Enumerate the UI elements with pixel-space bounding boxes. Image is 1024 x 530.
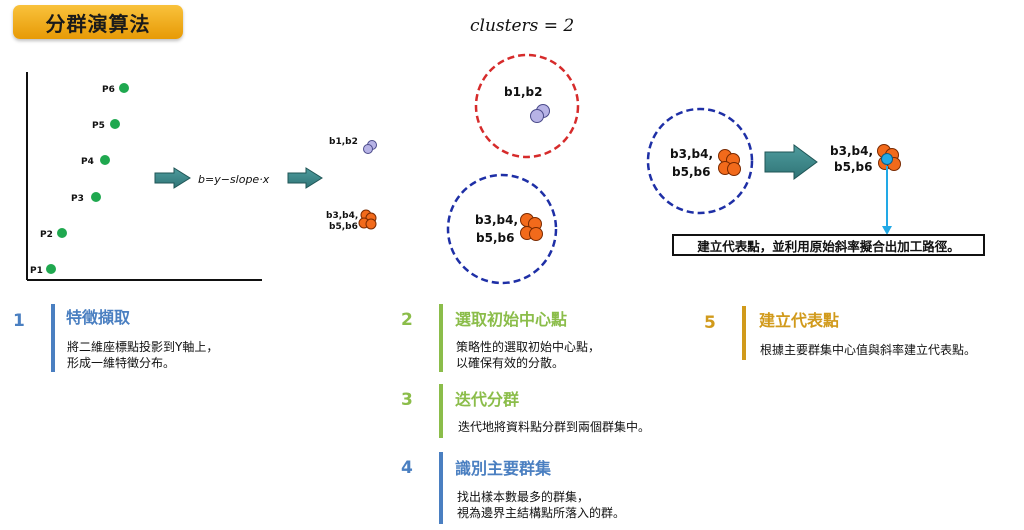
step-heading: 識別主要群集 (455, 459, 552, 478)
step-number: 2 (401, 310, 413, 330)
projected-group-b1b2: b1,b2 (329, 137, 377, 154)
step-text: 迭代地將資料點分群到兩個群集中。 (458, 420, 651, 434)
step-divider (439, 304, 443, 372)
callout-box: 建立代表點，並利用原始斜率擬合出加工路徑。 (672, 234, 985, 256)
step-text: 找出樣本數最多的群集， (457, 490, 590, 504)
arrow-right-icon (764, 144, 818, 180)
step-divider (439, 384, 443, 438)
formula-label: b=y−slope·x (198, 173, 270, 186)
projected-group-b3-b6: b3,b4, b5,b6 (326, 209, 377, 232)
step-heading: 特徵擷取 (66, 308, 131, 327)
point-p6: P6 (102, 83, 129, 95)
svg-text:P4: P4 (81, 157, 94, 167)
arrow-right-icon (154, 167, 191, 189)
step-text: 策略性的選取初始中心點， (456, 340, 601, 354)
svg-text:b5,b6: b5,b6 (329, 222, 358, 232)
step-divider (51, 304, 55, 372)
clusters-label: clusters = 2 (470, 16, 575, 36)
step-number: 1 (13, 311, 25, 331)
step-text: 視為邊界主結構點所落入的群。 (457, 506, 626, 520)
step-text: 將二維座標點投影到Y軸上， (67, 340, 219, 354)
svg-text:b3,b4,: b3,b4, (326, 211, 358, 221)
cluster-circle-blue-main: b3,b4, b5,b6 (646, 107, 754, 215)
diagram-canvas: P1 P2 P3 P4 P5 P6 b=y−slope·x b1,b2 b3,b… (26, 53, 901, 285)
svg-text:P5: P5 (92, 121, 105, 131)
page-title: 分群演算法 (45, 11, 151, 36)
svg-text:b1,b2: b1,b2 (504, 85, 542, 99)
point-p5: P5 (92, 119, 120, 131)
step-heading: 建立代表點 (759, 311, 840, 330)
cluster-circle-blue: b3,b4, b5,b6 (446, 173, 558, 285)
step-divider (439, 452, 443, 524)
plot-axes (26, 72, 262, 281)
point-p1: P1 (30, 264, 56, 276)
step-divider (742, 306, 746, 360)
step-number: 5 (704, 313, 716, 333)
cluster-circle-red: b1,b2 (474, 53, 580, 159)
representative-group: b3,b4, b5,b6 (830, 144, 901, 174)
representative-point (881, 153, 893, 165)
svg-text:b1,b2: b1,b2 (329, 137, 358, 147)
point-p4: P4 (81, 155, 110, 167)
title-badge: 分群演算法 (13, 5, 183, 39)
svg-text:P2: P2 (40, 230, 53, 240)
svg-text:P3: P3 (71, 194, 84, 204)
svg-text:b5,b6: b5,b6 (672, 165, 710, 179)
step-heading: 迭代分群 (455, 390, 520, 409)
arrow-right-icon (287, 167, 323, 189)
svg-text:b3,b4,: b3,b4, (475, 213, 518, 227)
step-number: 4 (401, 458, 413, 478)
svg-text:b3,b4,: b3,b4, (670, 147, 713, 161)
point-p3: P3 (71, 192, 101, 204)
svg-text:P1: P1 (30, 266, 43, 276)
svg-text:b5,b6: b5,b6 (476, 231, 514, 245)
step-text: 形成一維特徵分布。 (67, 356, 176, 370)
step-number: 3 (401, 390, 413, 410)
step-heading: 選取初始中心點 (455, 310, 568, 329)
arrow-down-icon (882, 166, 892, 235)
step-text: 以確保有效的分散。 (456, 356, 565, 370)
svg-text:b5,b6: b5,b6 (834, 160, 872, 174)
step-text: 根據主要群集中心值與斜率建立代表點。 (760, 343, 977, 357)
point-p2: P2 (40, 228, 67, 240)
svg-text:b3,b4,: b3,b4, (830, 144, 873, 158)
svg-text:P6: P6 (102, 85, 115, 95)
